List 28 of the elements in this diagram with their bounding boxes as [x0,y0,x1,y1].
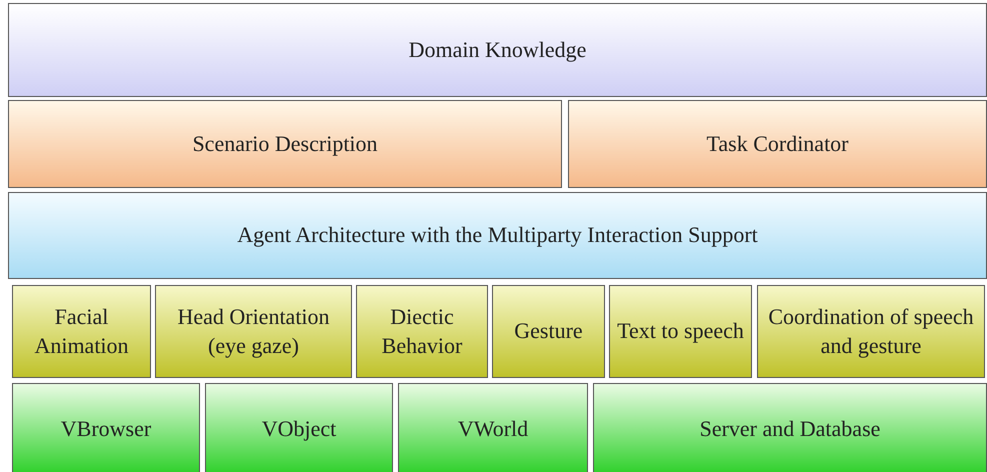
module-box [155,285,352,378]
box-label: Server and Database [700,414,880,443]
module-box [757,285,985,378]
box-label: VObject [262,414,336,443]
box-label: Text to speech [617,317,744,346]
module-box [12,285,151,378]
module-box [356,285,488,378]
box-label: Coordination of speech and gesture [767,302,975,360]
layer-box [8,100,562,188]
module-box [205,383,393,472]
box-label: Domain Knowledge [408,36,586,64]
box-label: Scenario Description [192,130,378,158]
box-label: VWorld [458,414,528,443]
layer-box [568,100,987,188]
module-box [492,285,605,378]
box-label: Gesture [514,317,583,346]
module-box [12,383,200,472]
module-box [398,383,588,472]
box-label: Agent Architecture with the Multiparty Interaction Support [237,221,758,250]
module-box [593,383,987,472]
layer-band [8,3,987,97]
box-label: Head Orientation (eye gaze) [176,302,331,360]
box-label: Diectic Behavior [380,302,464,360]
module-box [609,285,752,378]
layer-band [8,192,987,279]
box-label: VBrowser [60,414,152,443]
box-label: Facial Animation [33,302,130,360]
box-label: Task Cordinator [706,130,849,158]
